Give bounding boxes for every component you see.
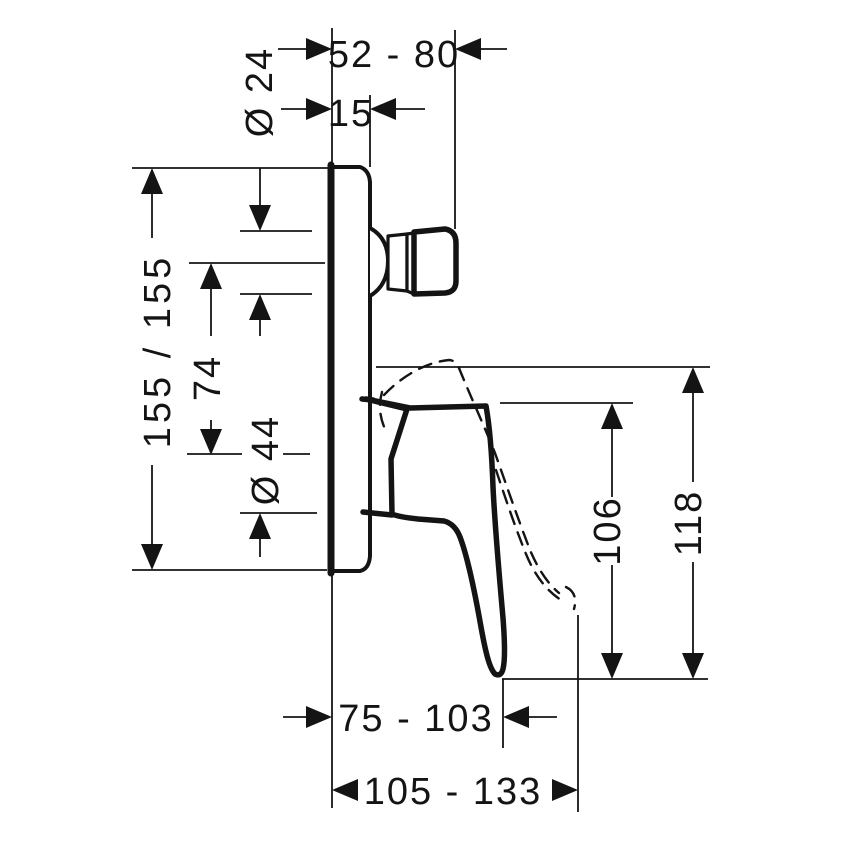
dimension-hub-diameter: Ø 44 (245, 415, 287, 557)
escutcheon-plate (327, 161, 372, 577)
arrowhead-left-icon (332, 779, 358, 801)
raised-lever-tip-dashed (564, 585, 577, 611)
dim-label-hub-diameter: Ø 44 (245, 415, 287, 505)
raised-lever-outer-edge-dashed (457, 366, 561, 595)
arrowhead-down-icon (682, 653, 704, 679)
arrowhead-down-icon (601, 653, 623, 679)
arrowhead-up-icon (249, 513, 271, 539)
dim-label-plate-thickness: 15 (328, 93, 374, 135)
knob-cap (411, 226, 459, 297)
dimension-plate-thickness: 15 (281, 93, 425, 135)
dim-label-lever-drop-total: 118 (668, 490, 710, 557)
dim-label-knob-to-lever-axis: 74 (187, 355, 229, 401)
dimension-lever-reach-total: 105 - 133 (332, 771, 578, 813)
extension-lines (132, 28, 710, 812)
dim-label-lever-reach-total: 105 - 133 (364, 771, 543, 813)
arrowhead-down-icon (141, 544, 163, 570)
arrowhead-up-icon (682, 367, 704, 393)
dim-label-plate-size: 155 / 155 (137, 254, 179, 448)
dimension-plate-size: 155 / 155 (137, 168, 179, 570)
arrowhead-right-icon (306, 38, 332, 60)
raised-lever-inner-edge-dashed (494, 468, 563, 602)
lever-handle-outline (363, 396, 508, 678)
dimension-knob-diameter: Ø 24 (239, 47, 281, 336)
raised-handle-top-dashed (382, 358, 461, 397)
dim-label-wall-to-knob: 52 - 80 (328, 34, 460, 76)
arrowhead-up-icon (601, 403, 623, 429)
dimension-knob-to-lever-axis: 74 (187, 263, 229, 455)
arrowhead-right-icon (306, 706, 332, 728)
hub-top-attachment (359, 396, 376, 403)
dimension-lever-reach: 75 - 103 (283, 698, 557, 740)
arrowhead-right-icon (306, 98, 332, 120)
arrowhead-left-icon (503, 706, 529, 728)
control-knob (368, 226, 459, 298)
dim-label-lever-reach: 75 - 103 (338, 698, 493, 740)
dimension-lever-drop: 106 (587, 403, 629, 679)
arrowhead-down-icon (249, 205, 271, 231)
arrowhead-right-icon (552, 779, 578, 801)
knob-neck (368, 226, 390, 298)
arrowhead-up-icon (141, 168, 163, 194)
arrowhead-left-icon (455, 38, 481, 60)
arrowhead-left-icon (370, 98, 396, 120)
dimension-wall-to-knob: 52 - 80 (278, 34, 507, 76)
arrowhead-down-icon (200, 429, 222, 455)
dim-label-knob-diameter: Ø 24 (239, 47, 281, 137)
arrowhead-up-icon (200, 263, 222, 289)
raised-hub-edge-dashed (378, 390, 389, 435)
lever-handle (359, 396, 508, 678)
hub-bottom-shelf (360, 509, 395, 518)
dimension-lever-drop-total: 118 (668, 367, 710, 679)
dim-label-lever-drop: 106 (587, 496, 629, 565)
arrowhead-up-icon (249, 294, 271, 320)
plate-outline (329, 165, 372, 573)
raised-handle-dashed-outline (378, 358, 577, 611)
knob-cylinder (386, 232, 409, 293)
